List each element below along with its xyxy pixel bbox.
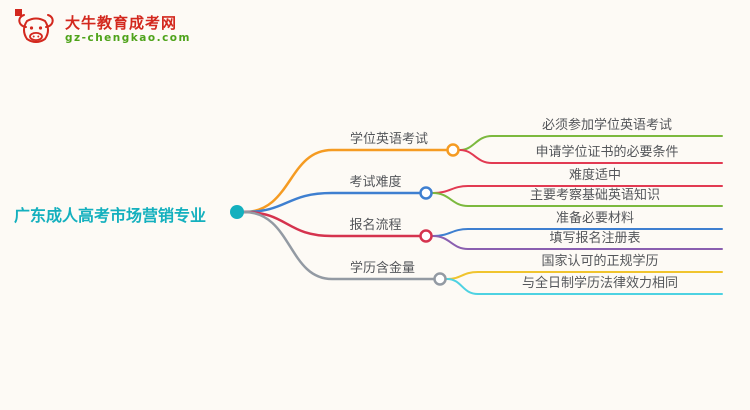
branch-node-circle-degree-english <box>446 143 460 157</box>
leaf-label-basic-english: 主要考察基础英语知识 <box>529 188 660 203</box>
logo-text: 大牛教育成考网 gz-chengkao.com <box>65 14 191 46</box>
leaf-label-must-take-exam: 必须参加学位英语考试 <box>541 118 672 133</box>
logo-title: 大牛教育成考网 <box>65 14 178 33</box>
root-topic-label: 广东成人高考市场营销专业 <box>14 206 207 225</box>
branch-node-circle-registration <box>419 229 433 243</box>
leaf-label-same-legal-effect: 与全日制学历法律效力相同 <box>521 276 678 291</box>
site-logo: 大牛教育成考网 gz-chengkao.com <box>14 8 191 52</box>
leaf-label-prepare-materials: 准备必要材料 <box>555 211 634 226</box>
leaf-label-moderate-difficulty: 难度适中 <box>568 168 621 183</box>
branch-connector-degree-english <box>242 148 448 214</box>
leaf-connector-fill-form <box>432 235 723 250</box>
leaf-connector-same-legal-effect <box>446 278 723 295</box>
leaf-label-state-recognized: 国家认可的正规学历 <box>541 254 659 269</box>
branch-label-degree-english: 学位英语考试 <box>349 132 428 147</box>
branch-label-diploma-value: 学历含金量 <box>349 261 415 276</box>
branch-connector-exam-difficulty <box>242 191 421 214</box>
branch-node-circle-diploma-value <box>433 272 447 286</box>
branch-node-circle-exam-difficulty <box>419 186 433 200</box>
leaf-label-fill-form: 填写报名注册表 <box>549 231 641 246</box>
branch-connector-diploma-value <box>242 210 435 281</box>
root-node-circle <box>230 205 244 219</box>
logo-subtitle: gz-chengkao.com <box>65 32 191 45</box>
leaf-label-certificate-condition: 申请学位证书的必要条件 <box>535 145 679 160</box>
bull-icon <box>15 9 54 43</box>
leaf-connector-basic-english <box>432 192 723 207</box>
branch-label-exam-difficulty: 考试难度 <box>349 175 402 190</box>
leaf-connector-certificate-condition <box>459 149 723 164</box>
branch-label-registration: 报名流程 <box>349 218 402 233</box>
